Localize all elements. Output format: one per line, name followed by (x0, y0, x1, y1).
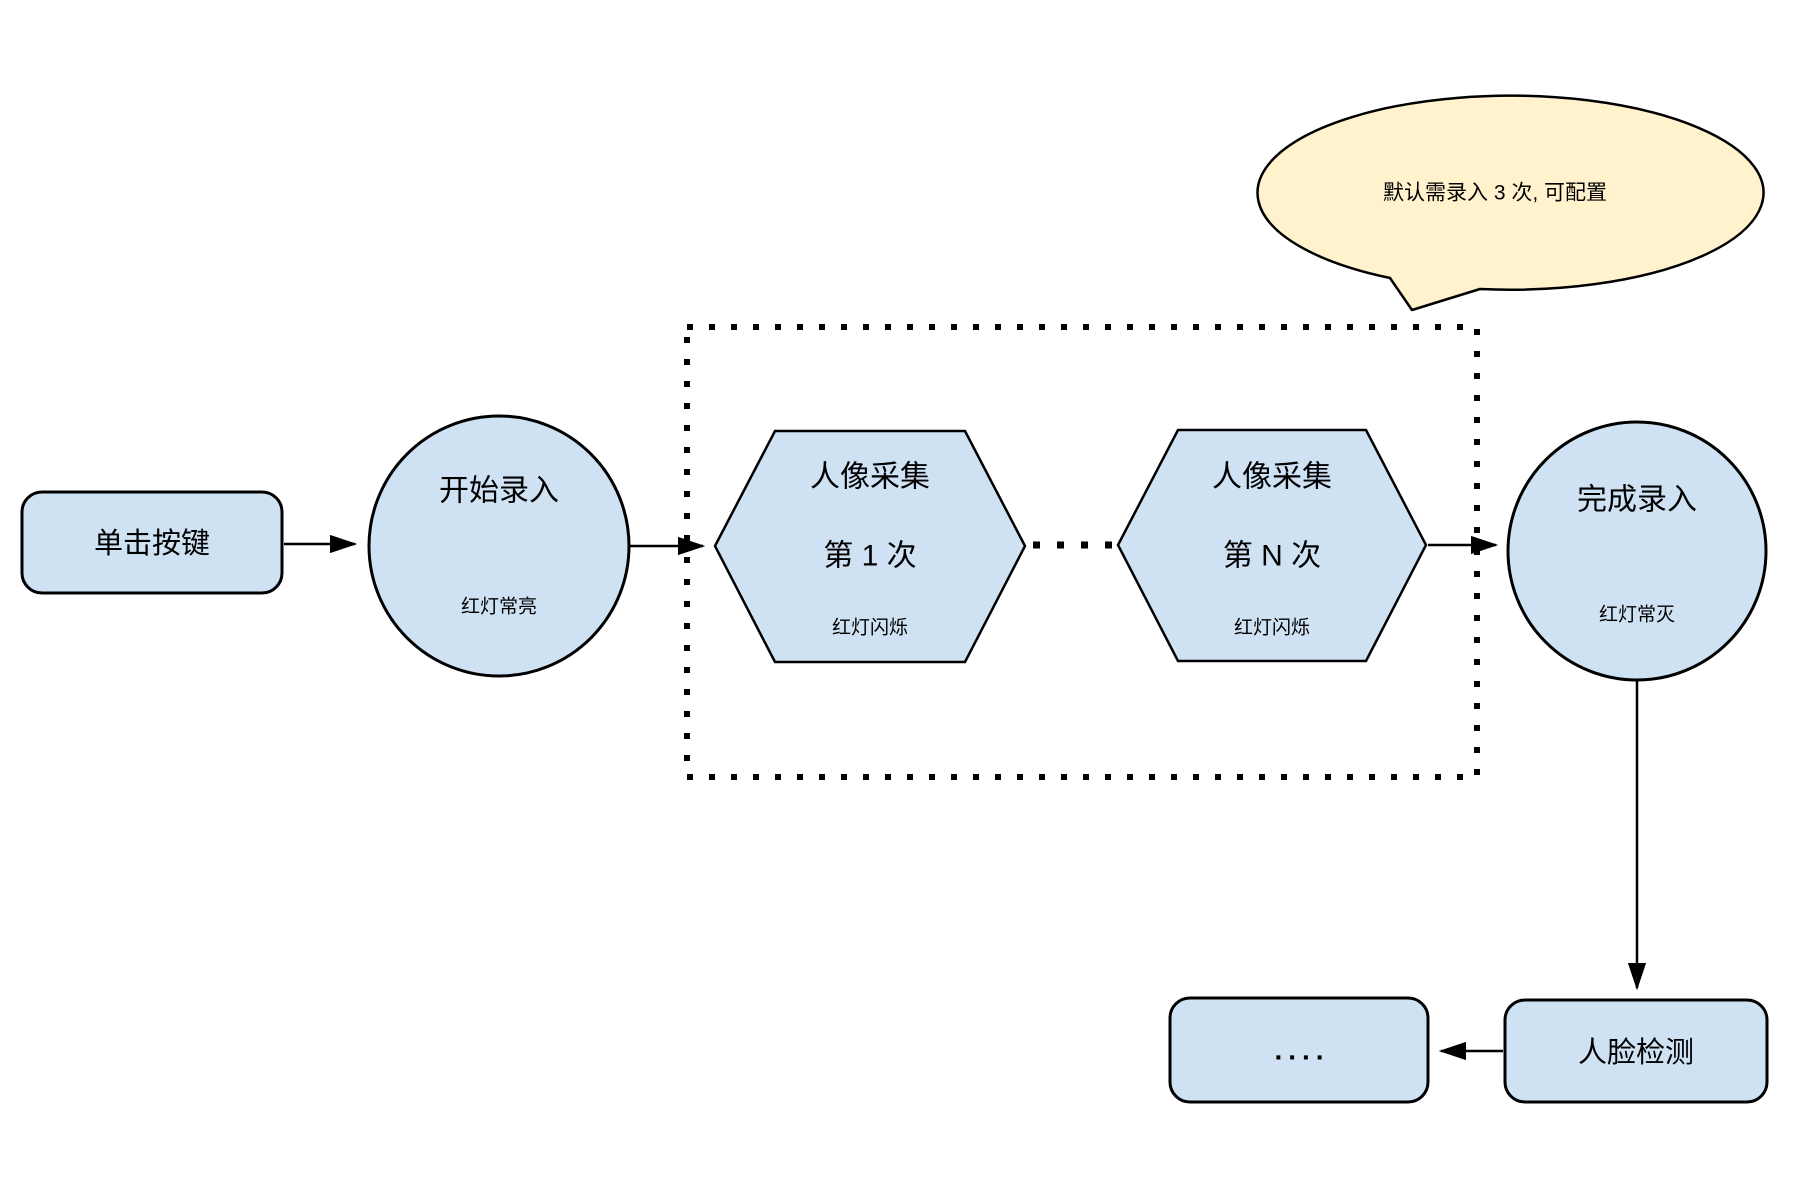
callout-bubble-shape (1256, 94, 1765, 312)
node-capture-nth-status: 红灯闪烁 (1234, 617, 1310, 639)
node-finish-enroll-shape (1506, 420, 1768, 682)
node-capture-nth-line2: 第 N 次 (1223, 540, 1321, 573)
node-capture-first-status: 红灯闪烁 (832, 617, 908, 639)
node-capture-nth: 人像采集 第 N 次 红灯闪烁 (1116, 428, 1428, 663)
node-start-enroll-status: 红灯常亮 (461, 596, 537, 618)
node-start-enroll-label: 开始录入 (439, 475, 559, 508)
callout-bubble: 默认需录入 3 次, 可配置 (1256, 94, 1765, 312)
node-face-detect-label: 人脸检测 (1578, 1036, 1694, 1069)
node-capture-first-line1: 人像采集 (810, 461, 930, 494)
node-capture-nth-line1: 人像采集 (1212, 461, 1332, 494)
node-more-label: .... (1274, 1035, 1329, 1066)
node-click-button: 单击按键 (20, 490, 284, 595)
node-capture-first: 人像采集 第 1 次 红灯闪烁 (713, 429, 1027, 664)
node-more: .... (1168, 996, 1430, 1104)
node-face-detect: 人脸检测 (1503, 998, 1769, 1104)
node-capture-nth-shape (1116, 428, 1428, 663)
node-face-detect-shape (1503, 998, 1769, 1104)
node-start-enroll-shape (367, 414, 631, 678)
node-capture-first-shape (713, 429, 1027, 664)
node-finish-enroll-label: 完成录入 (1577, 484, 1697, 517)
node-click-button-label: 单击按键 (94, 527, 210, 560)
callout-bubble-text: 默认需录入 3 次, 可配置 (1383, 182, 1607, 205)
node-finish-enroll-status: 红灯常灭 (1599, 604, 1675, 626)
node-start-enroll: 开始录入 红灯常亮 (367, 414, 631, 678)
node-more-shape (1168, 996, 1430, 1104)
node-finish-enroll: 完成录入 红灯常灭 (1506, 420, 1768, 682)
node-click-button-shape (20, 490, 284, 595)
node-capture-first-line2: 第 1 次 (823, 540, 916, 573)
